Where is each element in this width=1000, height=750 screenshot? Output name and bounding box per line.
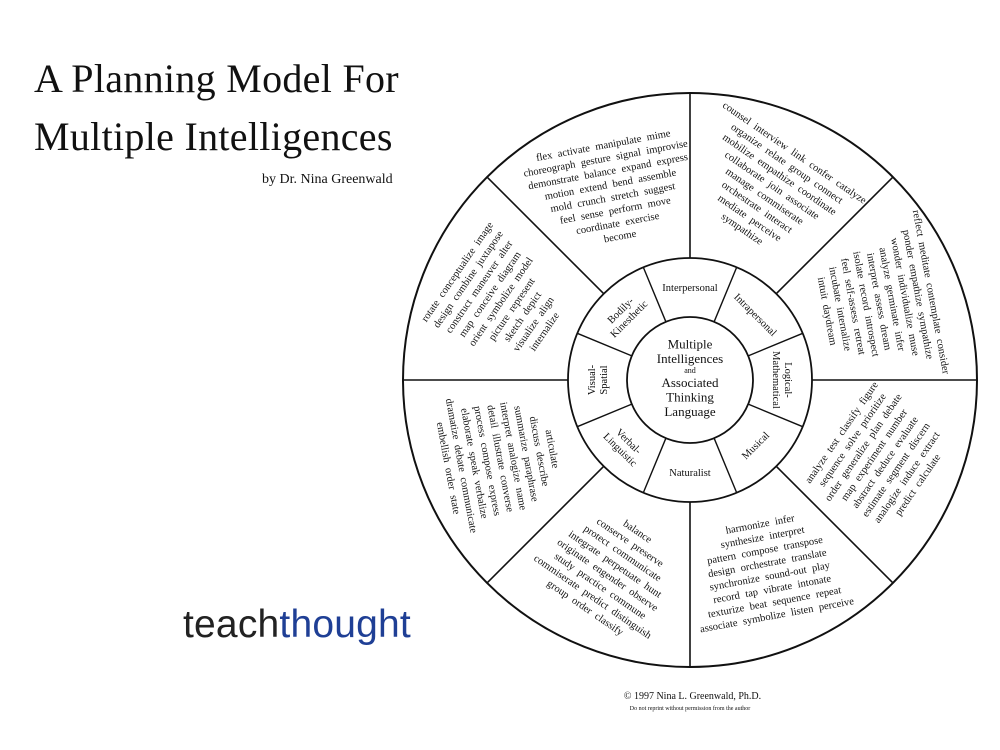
reprint-notice: Do not reprint without permission from t… <box>629 706 751 712</box>
intelligence-label: Visual- <box>587 364 598 395</box>
outer-divider-3 <box>775 465 894 584</box>
title-line-2: Multiple Intelligences <box>34 114 393 159</box>
center-label-line: Thinking <box>666 389 714 404</box>
intelligence-label: Naturalist <box>669 468 710 479</box>
outer-divider-1 <box>775 176 894 295</box>
title-line-1: A Planning Model For <box>34 56 399 101</box>
intelligence-label: Logical- <box>782 362 793 398</box>
teachthought-logo: teachthought <box>183 603 411 647</box>
copyright-notice: © 1997 Nina L. Greenwald, Ph.D. <box>623 691 762 702</box>
author-byline: by Dr. Nina Greenwald <box>262 172 393 187</box>
center-label-line: Multiple <box>668 336 713 351</box>
intelligence-label: Spatial <box>599 365 610 394</box>
inner-divider-1 <box>713 267 738 323</box>
logo-thought: thought <box>279 603 411 646</box>
inner-divider-3 <box>747 403 803 428</box>
logo-teach: teach <box>183 603 280 646</box>
intelligence-label: Interpersonal <box>662 283 717 294</box>
center-label-line: and <box>684 366 696 375</box>
center-label-line: Associated <box>661 375 719 390</box>
inner-divider-2 <box>747 332 803 357</box>
intelligence-label: Intrapersonal <box>731 292 778 339</box>
inner-ring <box>626 316 754 444</box>
inner-divider-0 <box>642 267 667 323</box>
page-title: A Planning Model For Multiple Intelligen… <box>34 50 399 166</box>
inner-divider-7 <box>577 332 633 357</box>
outer-divider-5 <box>486 465 605 584</box>
intelligence-label: Musical <box>740 430 772 462</box>
center-label-line: Intelligences <box>657 351 723 366</box>
center-label-line: Language <box>664 404 715 419</box>
inner-divider-6 <box>577 403 633 428</box>
inner-divider-4 <box>713 437 738 493</box>
intelligence-label: Mathematical <box>770 351 781 409</box>
inner-divider-5 <box>642 437 667 493</box>
outer-divider-7 <box>486 176 605 295</box>
